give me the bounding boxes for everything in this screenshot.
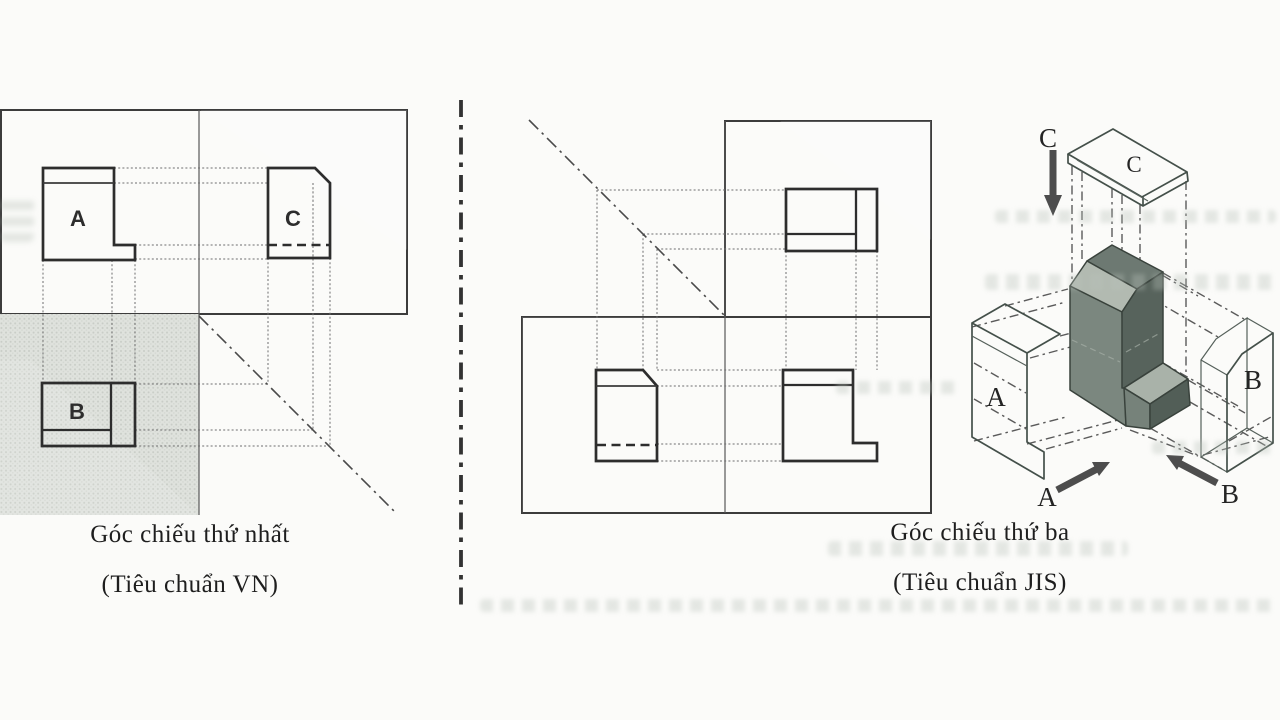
view-top [784,187,879,253]
view-c: C [266,166,332,260]
first-angle-caption-line1: Góc chiếu thứ nhất [90,521,290,548]
scan-highlight [725,121,931,240]
isometric-figure: A B C [971,123,1274,512]
plane-a: A [971,303,1061,480]
first-angle-diagram: A C B [0,109,408,515]
view-a: A [41,166,137,262]
view-a-label: A [70,206,86,231]
view-b-label: B [69,399,85,424]
object [1069,244,1191,430]
construction-lines [596,189,878,462]
plane-c: C [1067,128,1189,207]
arrow-a-label: A [1037,482,1057,512]
arrow-b: B [1166,455,1239,509]
plane-b: B [1200,316,1274,473]
third-angle-lower-plane [521,316,932,514]
arrow-c: C [1039,123,1062,216]
bleed-through-smudge [1152,441,1276,454]
mitre-line [528,119,725,316]
first-angle-caption-line2: (Tiêu chuẩn VN) [101,571,279,598]
object-foot-right-face [1149,378,1191,430]
arrow-b-label: B [1221,479,1239,509]
view-b: B [40,381,137,448]
bleed-through-smudge [995,210,1276,223]
view-front [781,368,879,463]
third-angle-caption-line1: Góc chiếu thứ ba [890,519,1070,546]
bleed-through-smudge [828,541,1128,556]
view-c-label: C [285,206,301,231]
third-angle-diagram [521,119,932,514]
bleed-through-smudge [480,599,1276,612]
scan-highlight [522,317,700,513]
scan-highlight [200,110,407,250]
plane-b-label: B [1244,365,1262,395]
first-angle-upper-plane [0,109,408,315]
view-arrows: C A B [1037,123,1239,512]
arrow-a: A [1037,462,1110,512]
bleed-through-smudge [836,381,956,394]
ray-over-object [1125,332,1161,353]
mitre-line [198,315,395,512]
plane-a-label: A [986,382,1006,412]
first-angle-lower-plane [0,314,199,515]
third-angle-caption-line2: (Tiêu chuẩn JIS) [893,569,1067,596]
view-side [594,368,659,463]
construction-lines [42,167,331,447]
arrow-c-label: C [1039,123,1057,153]
projection-rays-c [1071,166,1187,376]
bleed-through-smudge [0,196,34,242]
plane-c-face-label: C [1126,152,1141,177]
bleed-through-smudge [985,274,1276,290]
scan-highlight [0,360,199,515]
ray-over-object [1071,339,1121,363]
